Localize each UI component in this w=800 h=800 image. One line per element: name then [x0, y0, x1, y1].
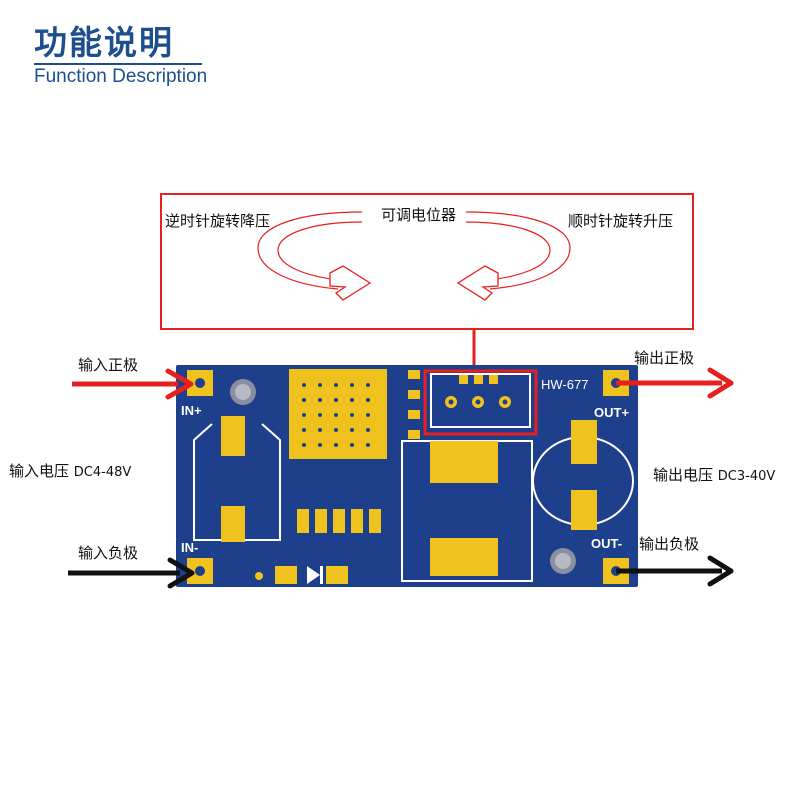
output-voltage-range: DC3-40V: [717, 469, 776, 484]
input-positive-arrow-icon: [72, 368, 194, 400]
potentiometer: [430, 373, 531, 428]
output-voltage-text: 输出电压: [653, 466, 714, 484]
potentiometer-callout-box: [160, 193, 694, 330]
output-negative-arrow-icon: [616, 555, 734, 587]
cw-arrow-icon: [456, 265, 499, 301]
potentiometer-label: 可调电位器: [381, 206, 457, 224]
potentiometer-highlight: [423, 369, 538, 436]
output-positive-label: 输出正极: [634, 349, 695, 367]
pcb-board: HW-677 IN+ IN- OUT+ OUT-: [176, 365, 638, 587]
out-plus-label: OUT+: [594, 405, 629, 420]
clockwise-label: 顺时针旋转升压: [568, 212, 674, 230]
input-negative-arrow-icon: [68, 557, 195, 589]
page-title: 功能说明: [34, 23, 174, 62]
input-voltage-label: 输入电压 DC4-48V: [9, 460, 131, 481]
counterclockwise-label: 逆时针旋转降压: [165, 212, 271, 230]
output-negative-label: 输出负极: [639, 535, 700, 553]
output-voltage-label: 输出电压 DC3-40V: [653, 464, 775, 485]
output-positive-arrow-icon: [616, 367, 734, 399]
input-positive-label: 输入正极: [78, 356, 139, 374]
input-negative-label: 输入负极: [78, 544, 139, 562]
input-voltage-range: DC4-48V: [73, 465, 132, 480]
ccw-arrow-icon: [329, 265, 372, 301]
in-plus-label: IN+: [181, 403, 202, 418]
rotation-ellipse-icon: [257, 211, 571, 290]
board-model-label: HW-677: [541, 377, 588, 392]
input-voltage-text: 输入电压: [9, 462, 70, 480]
page-subtitle: Function Description: [34, 66, 208, 87]
title-underline: [34, 63, 202, 65]
out-minus-label: OUT-: [591, 536, 622, 551]
in-minus-label: IN-: [181, 540, 198, 555]
